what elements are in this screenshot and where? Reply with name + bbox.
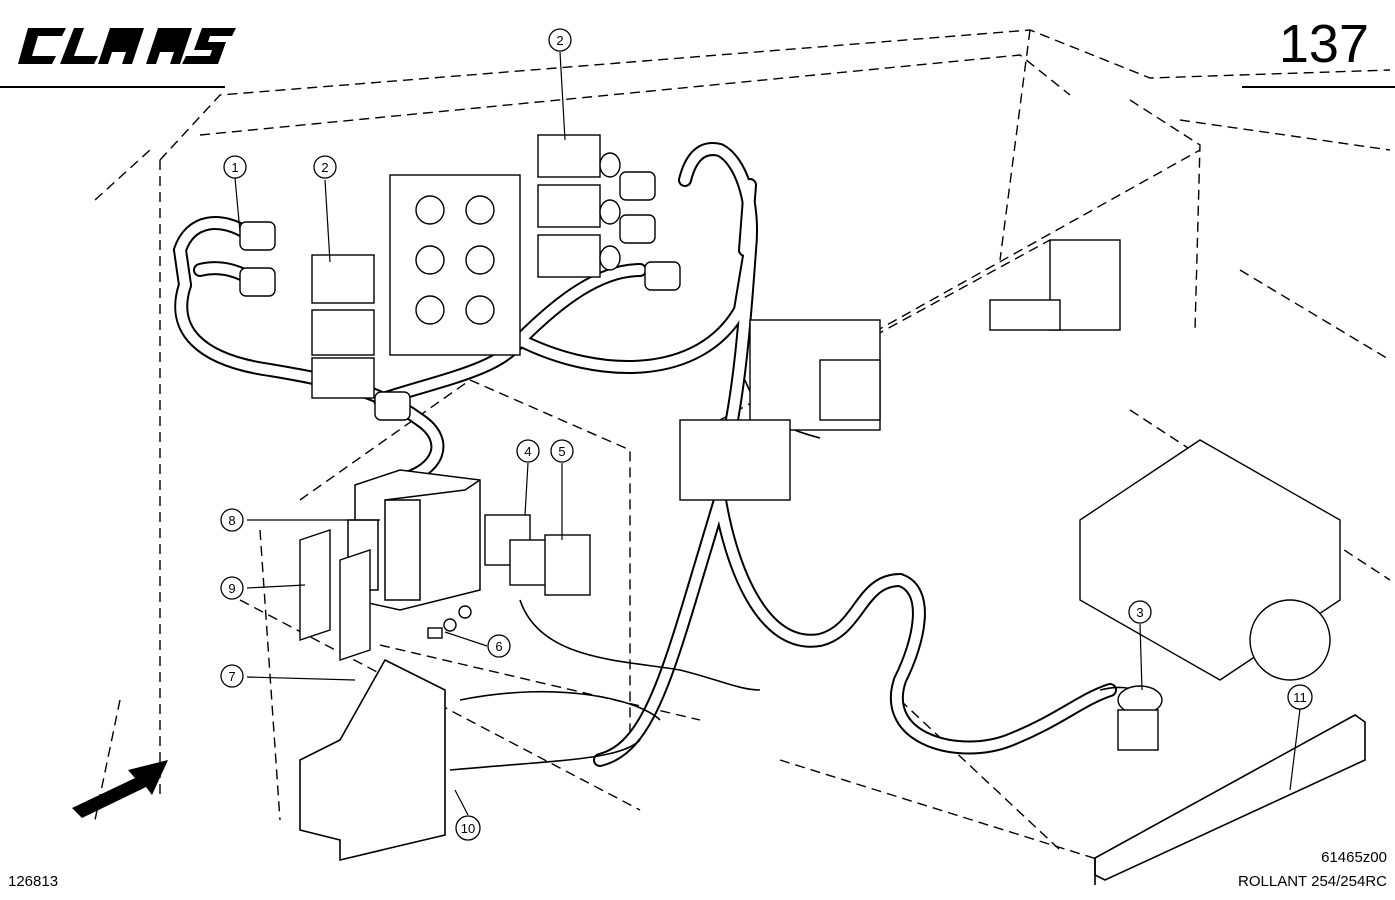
- model-name: ROLLANT 254/254RC: [1238, 873, 1387, 890]
- plug-couplers: [239, 171, 681, 421]
- relay-group: [484, 514, 591, 596]
- solenoid-stack-upper: [537, 134, 621, 278]
- drawing-reference: 61465z00: [1321, 849, 1387, 866]
- oil-tank: [1079, 439, 1341, 681]
- valve-block-left: [389, 174, 521, 356]
- claas-logo: [18, 28, 236, 64]
- page-number: 137: [1278, 14, 1369, 74]
- valve-block-right: [989, 239, 1121, 331]
- valve-block-center: [679, 319, 881, 501]
- sensor: [1117, 685, 1163, 751]
- leader-lines: [234, 51, 1301, 816]
- ribbon-connectors: [299, 529, 371, 661]
- mounting-bar: [1094, 714, 1366, 885]
- document-number: 126813: [8, 873, 59, 890]
- solenoid-stack-left: [311, 254, 375, 399]
- cover-plate: [299, 658, 446, 862]
- fastener-set: [427, 605, 472, 639]
- machine-frame-outline: [94, 29, 1391, 861]
